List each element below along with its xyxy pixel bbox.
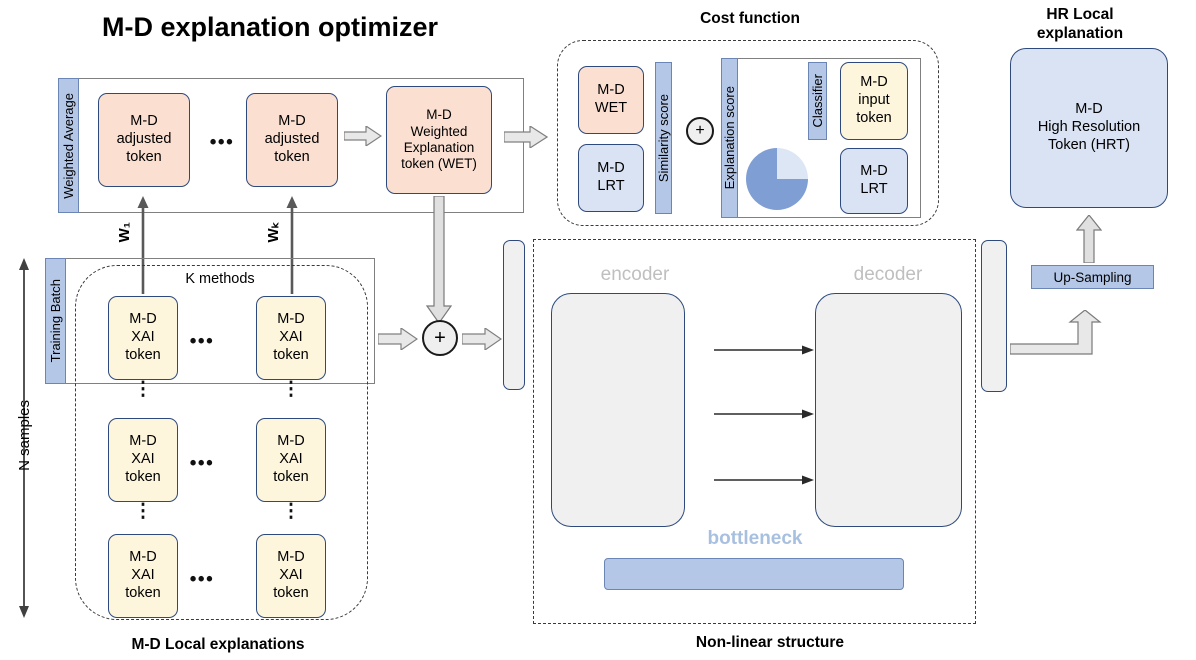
explanation-score-label: Explanation score [722, 86, 737, 190]
weight-label-w1: W₁ [116, 222, 133, 243]
up-sampling-block[interactable]: Up-Sampling [1031, 265, 1154, 289]
encoder-block [551, 293, 685, 527]
cost-md-wet-box[interactable]: M-D WET [578, 66, 644, 134]
title-hr-local-explanation-line2: explanation [1036, 25, 1124, 42]
cost-md-lrt-box-left[interactable]: M-D LRT [578, 144, 644, 212]
title-non-linear-structure: Non-linear structure [695, 634, 845, 651]
md-xai-token-r3c1-label: M-D XAI token [125, 549, 161, 601]
junction-plus-circle: + [422, 320, 458, 356]
title-md-explanation-optimizer: M-D explanation optimizer [101, 12, 439, 42]
decoder-label: decoder [853, 264, 923, 285]
bottleneck-bar [604, 558, 904, 590]
weighted-average-strip: Weighted Average [58, 78, 79, 213]
explanation-score-strip: Explanation score [721, 58, 738, 218]
n-samples-label: N samples [16, 400, 33, 471]
title-md-local-explanations: M-D Local explanations [131, 636, 305, 653]
encoder-label: encoder [600, 264, 670, 285]
arrow-junction-to-encoder-bar [462, 328, 502, 350]
similarity-score-label: Similarity score [656, 93, 671, 183]
arrow-wet-down-to-junction [426, 196, 452, 324]
adjusted-tokens-ellipsis: ••• [209, 132, 235, 153]
md-xai-token-r3c2-label: M-D XAI token [273, 549, 309, 601]
cost-md-input-token[interactable]: M-D input token [840, 62, 908, 140]
md-high-resolution-token-label: M-D High Resolution Token (HRT) [1037, 101, 1141, 153]
weight-arrow-wk [285, 196, 299, 294]
arrow-adjusted-to-wet [344, 126, 382, 146]
xai-row2-ellipsis: ••• [189, 453, 215, 474]
k-methods-label: K methods [185, 271, 255, 287]
cost-md-wet-label: M-D WET [594, 82, 628, 116]
xai-vdots-c1-b: ⋮ [133, 501, 153, 522]
xai-row3-ellipsis: ••• [189, 569, 215, 590]
similarity-score-strip: Similarity score [655, 62, 672, 214]
explanation-score-pie-chart [746, 148, 808, 210]
cost-md-input-token-label: M-D input token [856, 74, 892, 126]
skip-connection-arrow-3 [714, 474, 814, 486]
xai-vdots-c1-a: ⋮ [133, 379, 153, 400]
arrow-local-to-junction [378, 328, 418, 350]
cost-md-lrt-left-label: M-D LRT [597, 160, 625, 194]
md-high-resolution-token[interactable]: M-D High Resolution Token (HRT) [1010, 48, 1168, 208]
cost-function-region [557, 40, 939, 226]
training-batch-strip: Training Batch [45, 258, 66, 384]
cost-md-lrt-right-label: M-D LRT [860, 163, 888, 197]
title-cost-function: Cost function [700, 10, 800, 27]
md-xai-token-r3c1[interactable]: M-D XAI token [108, 534, 178, 618]
md-adjusted-token-k-label: M-D adjusted token [264, 113, 320, 165]
non-linear-structure-region [533, 239, 976, 624]
decoder-block [815, 293, 962, 527]
classifier-strip: Classifier [808, 62, 827, 140]
md-adjusted-token-1[interactable]: M-D adjusted token [98, 93, 190, 187]
md-weighted-explanation-token-label: M-D Weighted Explanation token (WET) [401, 107, 477, 172]
md-weighted-explanation-token[interactable]: M-D Weighted Explanation token (WET) [386, 86, 492, 194]
md-xai-token-r3c2[interactable]: M-D XAI token [256, 534, 326, 618]
weight-label-wk: Wₖ [265, 222, 282, 243]
md-adjusted-token-1-label: M-D adjusted token [116, 113, 172, 165]
arrow-upsampling-to-hrt [1076, 215, 1102, 263]
arrow-output-elbow-to-upsampling [1010, 310, 1102, 356]
arrow-wet-to-cost-function [504, 126, 548, 148]
md-xai-token-r2c1[interactable]: M-D XAI token [108, 418, 178, 502]
encoder-input-bar [503, 240, 525, 390]
md-adjusted-token-k[interactable]: M-D adjusted token [246, 93, 338, 187]
decoder-output-bar [981, 240, 1007, 392]
skip-connection-arrow-1 [714, 344, 814, 356]
xai-vdots-c2-b: ⋮ [281, 501, 301, 522]
md-xai-token-r1c1-label: M-D XAI token [125, 311, 161, 363]
md-xai-token-r2c2-label: M-D XAI token [273, 433, 309, 485]
title-hr-local-explanation-line1: HR Local [1046, 6, 1114, 23]
training-batch-strip-label: Training Batch [48, 279, 63, 363]
xai-row1-ellipsis: ••• [189, 331, 215, 352]
xai-vdots-c2-a: ⋮ [281, 379, 301, 400]
bottleneck-label: bottleneck [707, 528, 803, 549]
md-xai-token-r1c2-label: M-D XAI token [273, 311, 309, 363]
weight-arrow-w1 [136, 196, 150, 294]
md-xai-token-r1c2[interactable]: M-D XAI token [256, 296, 326, 380]
weighted-average-strip-label: Weighted Average [61, 92, 76, 199]
classifier-label: Classifier [810, 74, 825, 128]
md-local-explanations-region [75, 265, 368, 620]
skip-connection-arrow-2 [714, 408, 814, 420]
md-xai-token-r2c1-label: M-D XAI token [125, 433, 161, 485]
junction-plus-label: + [434, 327, 446, 349]
cost-plus-circle: + [686, 117, 714, 145]
cost-md-lrt-box-right[interactable]: M-D LRT [840, 148, 908, 214]
md-xai-token-r1c1[interactable]: M-D XAI token [108, 296, 178, 380]
md-xai-token-r2c2[interactable]: M-D XAI token [256, 418, 326, 502]
cost-plus-label: + [695, 122, 705, 139]
n-samples-axis [17, 258, 31, 618]
